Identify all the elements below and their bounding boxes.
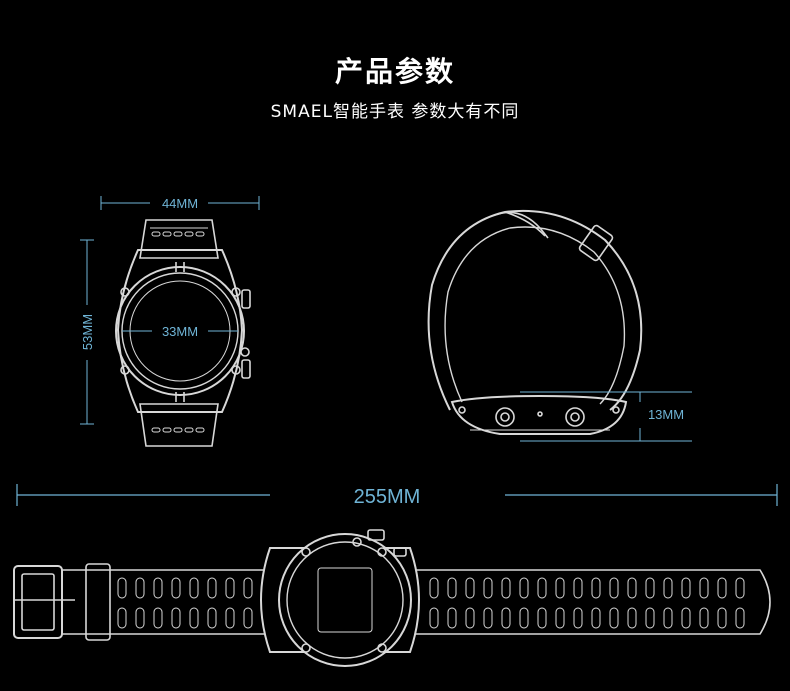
case-height-label: 53MM: [80, 314, 95, 350]
page-subtitle: SMAEL智能手表 参数大有不同: [270, 102, 520, 122]
thickness-dimension-lines: [520, 391, 692, 442]
total-length-label: 255MM: [354, 486, 421, 508]
total-length-dimension-lines: [16, 484, 778, 506]
screen-diameter-label: 33MM: [162, 324, 198, 339]
page-title: 产品参数: [334, 55, 455, 88]
side-view-watch: [427, 209, 643, 435]
flat-strap-watch: [13, 529, 771, 667]
case-width-label: 44MM: [162, 196, 198, 211]
front-view-watch: [115, 219, 251, 447]
thickness-label: 13MM: [648, 407, 684, 422]
front-dimension-lines: [80, 196, 260, 425]
